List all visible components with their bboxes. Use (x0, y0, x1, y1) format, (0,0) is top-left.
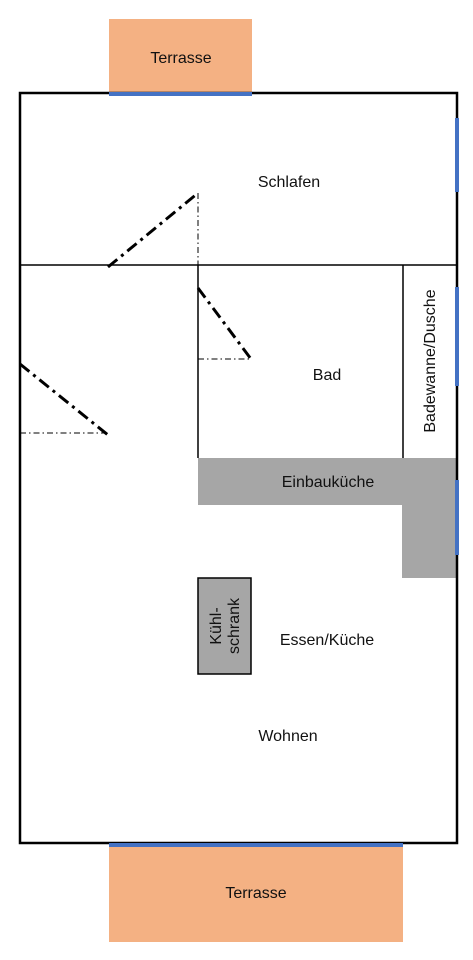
bathtub-shower-label: Badewanne/Dusche (422, 289, 439, 432)
door-bedroom (107, 191, 199, 269)
terrace-top (109, 19, 252, 94)
fridge (197, 577, 252, 675)
fitted-kitchen-label: Einbauküche (282, 474, 375, 491)
terrace-bottom (109, 845, 403, 942)
bath-label: Bad (313, 367, 341, 384)
fridge-label-line2: schrank (226, 597, 243, 654)
fitted-kitchen-counter (198, 458, 457, 578)
door-bath (196, 287, 253, 360)
terrace-bottom-label: Terrasse (225, 885, 286, 902)
living-room-label: Wohnen (258, 728, 317, 745)
fridge-label-line1: Kühl- (208, 607, 225, 644)
terrace-top-label: Terrasse (150, 50, 211, 67)
dining-kitchen-label: Essen/Küche (280, 632, 374, 649)
door-entrance (19, 362, 109, 437)
sleeping-room-label: Schlafen (258, 174, 320, 191)
fridge-label: Kühl- schrank (208, 597, 243, 654)
